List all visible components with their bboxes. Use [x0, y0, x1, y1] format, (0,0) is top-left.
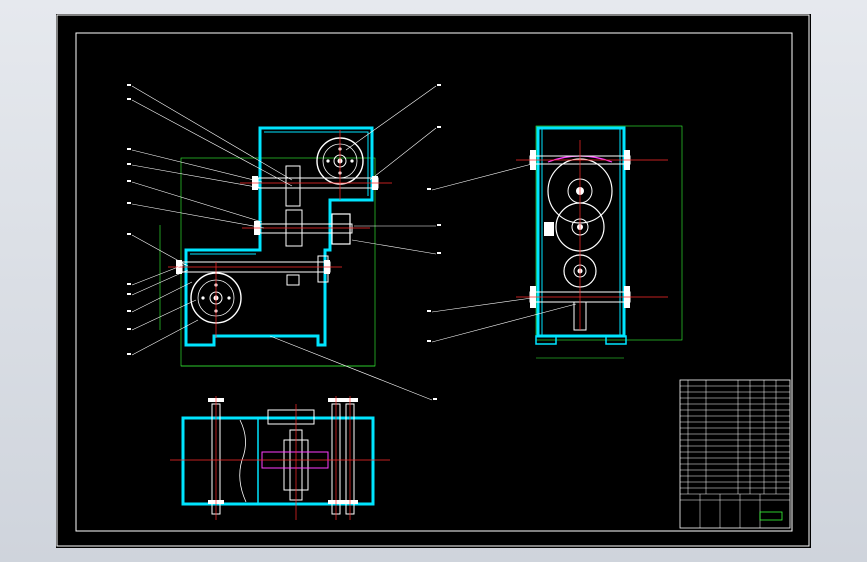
title-block — [679, 379, 791, 529]
gearbox-housing-top — [181, 416, 375, 506]
side-view-dimension-box — [535, 125, 683, 341]
gearbox-housing-front — [184, 126, 374, 347]
side-view — [427, 125, 683, 359]
outer-frame — [56, 14, 810, 547]
middle-pinion — [331, 213, 351, 245]
paper-background — [56, 14, 811, 548]
inner-frame — [75, 32, 793, 532]
drawing-title-cell — [759, 511, 783, 521]
top-view — [170, 396, 390, 520]
front-view-leaders — [131, 85, 437, 401]
gearbox-housing-side — [536, 126, 626, 338]
